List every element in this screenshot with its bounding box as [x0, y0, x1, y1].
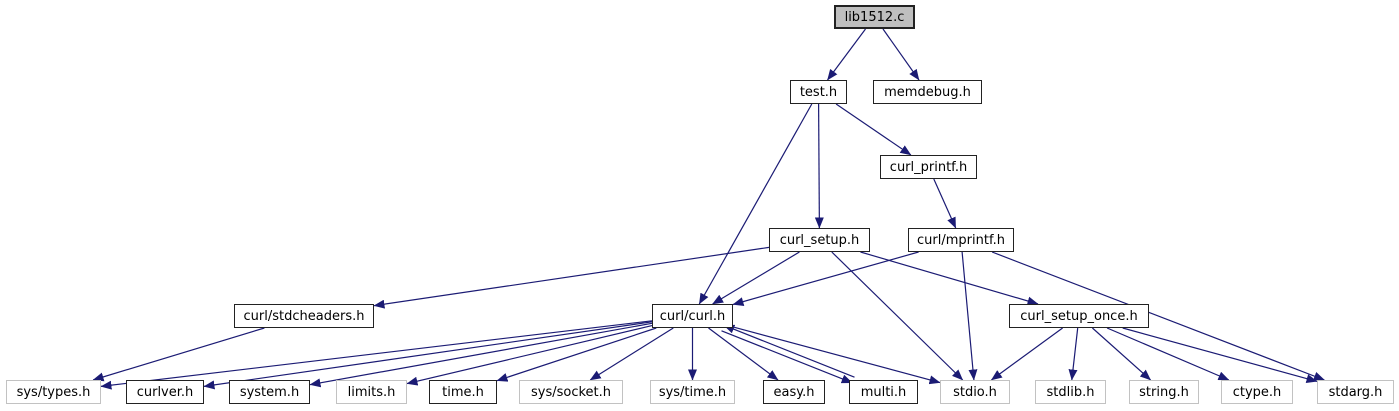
- graph-node-label: curlver.h: [136, 384, 194, 400]
- graph-node-label: curl/stdcheaders.h: [243, 308, 365, 324]
- graph-node-label: string.h: [1139, 384, 1189, 400]
- graph-node-memdebug_h[interactable]: memdebug.h: [873, 80, 982, 104]
- include-edge-curl_printf_h-to-curl_mprintf_h: [933, 178, 957, 229]
- include-edge-curl_setup_h-to-curl_setup_once_h: [860, 251, 1039, 306]
- include-edge-curl_curl_h-to-limits_h: [406, 325, 653, 386]
- include-edge-curl_curl_h-to-easy_h: [708, 327, 779, 381]
- include-edge-curl_curl_h-to-curlver_h: [203, 321, 653, 390]
- graph-node-label: curl/curl.h: [659, 308, 726, 324]
- graph-node-system_h[interactable]: system.h: [229, 380, 310, 404]
- graph-node-curlver_h[interactable]: curlver.h: [126, 380, 204, 404]
- graph-node-multi_h[interactable]: multi.h: [849, 380, 918, 404]
- graph-node-curl_printf_h[interactable]: curl_printf.h: [880, 155, 977, 179]
- include-edge-curl_curl_h-to-stdio_h: [732, 326, 941, 385]
- graph-node-limits_h: limits.h: [336, 380, 407, 404]
- graph-node-curl_setup_once_h[interactable]: curl_setup_once.h: [1009, 304, 1149, 328]
- graph-node-sys_socket_h: sys/socket.h: [519, 380, 623, 404]
- include-edge-test_h-to-curl_curl_h: [698, 103, 813, 305]
- graph-node-label: sys/time.h: [658, 384, 727, 400]
- include-edge-multi_h-to-curl_curl_h: [723, 324, 855, 378]
- graph-node-label: sys/socket.h: [530, 384, 612, 400]
- graph-node-stdio_h: stdio.h: [940, 380, 1010, 404]
- graph-node-curl_setup_h[interactable]: curl_setup.h: [769, 228, 870, 252]
- graph-node-curl_curl_h[interactable]: curl/curl.h: [652, 304, 733, 328]
- graph-node-label: multi.h: [860, 384, 907, 400]
- include-edge-curl_curl_h-to-sys_socket_h: [589, 327, 674, 381]
- graph-node-label: stdlib.h: [1046, 384, 1095, 400]
- graph-node-test_h[interactable]: test.h: [790, 80, 847, 104]
- graph-node-curl_stdcheaders_h[interactable]: curl/stdcheaders.h: [234, 304, 374, 328]
- graph-node-string_h: string.h: [1129, 380, 1199, 404]
- graph-node-lib1512_c[interactable]: lib1512.c: [834, 5, 915, 29]
- graph-node-sys_types_h: sys/types.h: [6, 380, 101, 404]
- include-edge-curl_mprintf_h-to-curl_curl_h: [732, 251, 919, 306]
- include-edge-curl_setup_once_h-to-stdio_h: [990, 327, 1063, 381]
- graph-node-label: system.h: [239, 384, 300, 400]
- graph-node-label: stdio.h: [953, 384, 997, 400]
- include-edge-test_h-to-curl_printf_h: [835, 103, 912, 156]
- graph-node-label: easy.h: [773, 384, 815, 400]
- include-edge-curl_setup_once_h-to-stdlib_h: [1068, 327, 1079, 381]
- include-edge-curl_curl_h-to-system_h: [309, 322, 653, 388]
- include-edge-curl_setup_once_h-to-string_h: [1092, 327, 1151, 381]
- graph-node-label: ctype.h: [1232, 384, 1282, 400]
- include-edge-curl_setup_once_h-to-ctype_h: [1106, 327, 1230, 381]
- graph-node-stdarg_h: stdarg.h: [1317, 380, 1394, 404]
- include-edge-curl_setup_h-to-curl_stdcheaders_h: [373, 246, 770, 309]
- include-edge-curl_curl_h-to-time_h: [496, 327, 657, 382]
- include-edge-curl_stdcheaders_h-to-sys_types_h: [92, 327, 265, 382]
- include-edge-curl_mprintf_h-to-stdio_h: [961, 251, 978, 381]
- include-edge-curl_setup_once_h-to-stdarg_h: [1122, 327, 1318, 383]
- graph-node-label: stdarg.h: [1328, 384, 1383, 400]
- include-edge-curl_setup_h-to-stdio_h: [831, 251, 964, 381]
- graph-node-stdlib_h: stdlib.h: [1035, 380, 1106, 404]
- graph-node-label: time.h: [442, 384, 484, 400]
- graph-node-label: lib1512.c: [844, 9, 905, 25]
- include-edge-test_h-to-curl_setup_h: [814, 103, 824, 229]
- include-edge-lib1512_c-to-test_h: [827, 28, 866, 81]
- graph-node-label: curl/mprintf.h: [917, 232, 1005, 248]
- graph-node-ctype_h: ctype.h: [1221, 380, 1293, 404]
- include-edge-curl_curl_h-to-multi_h: [721, 330, 853, 384]
- graph-node-label: sys/types.h: [16, 384, 91, 400]
- graph-node-label: test.h: [799, 84, 838, 100]
- include-edge-lib1512_c-to-memdebug_h: [882, 28, 920, 81]
- include-edge-curl_curl_h-to-sys_types_h: [100, 320, 653, 390]
- graph-node-label: curl_setup_once.h: [1020, 308, 1138, 324]
- graph-node-label: limits.h: [347, 384, 396, 400]
- graph-node-sys_time_h: sys/time.h: [650, 380, 735, 404]
- graph-node-curl_mprintf_h[interactable]: curl/mprintf.h: [908, 228, 1014, 252]
- include-edge-curl_setup_h-to-curl_curl_h: [712, 251, 800, 305]
- graph-node-label: curl_printf.h: [889, 159, 968, 175]
- graph-node-label: curl_setup.h: [779, 232, 860, 248]
- graph-node-label: memdebug.h: [884, 84, 971, 100]
- graph-node-easy_h[interactable]: easy.h: [763, 380, 825, 404]
- graph-node-time_h[interactable]: time.h: [429, 380, 497, 404]
